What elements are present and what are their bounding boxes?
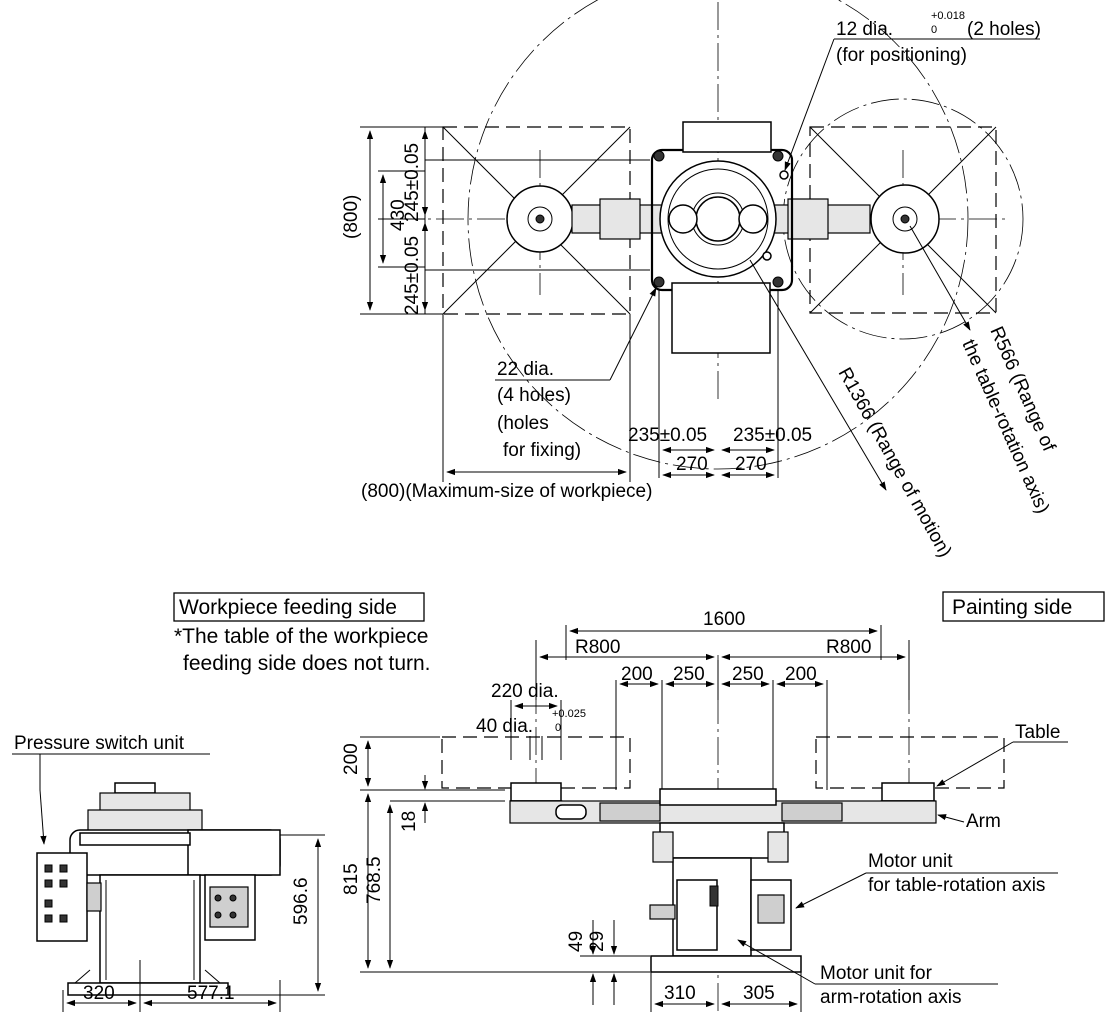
dim-250-b: 250 <box>732 664 764 685</box>
hole-12-count-label: (2 holes) <box>967 19 1041 40</box>
front-base-plate <box>650 955 802 973</box>
dim-40-dia: 40 dia. <box>476 716 533 737</box>
dim-430: 430 <box>388 199 409 231</box>
dim-577: 577.1 <box>187 983 235 1004</box>
turntable-front <box>659 788 777 806</box>
dim-18: 18 <box>399 811 420 832</box>
dim-270-left: 270 <box>676 454 708 475</box>
dim-r800-right: R800 <box>826 637 871 658</box>
hole-22-purpose-1: (holes <box>497 413 549 434</box>
dim-1600: 1600 <box>703 609 745 630</box>
painting-side-label: Painting side <box>952 596 1072 619</box>
dim-596: 596.6 <box>291 877 312 925</box>
dim-800-vertical: (800) <box>341 195 362 239</box>
side-base-column <box>99 874 201 984</box>
fixing-hole <box>772 276 784 288</box>
dim-235-right: 235±0.05 <box>733 425 812 446</box>
dim-305: 305 <box>743 983 775 1004</box>
dim-815: 815 <box>341 863 362 895</box>
positioning-hole <box>779 170 789 180</box>
r1366-label: R1366 (Range of motion) <box>834 364 956 561</box>
side-base-plate <box>67 982 229 996</box>
dim-29: 29 <box>587 931 608 952</box>
arm-label: Arm <box>966 811 1001 832</box>
dim-49: 49 <box>566 931 587 952</box>
dim-235-left: 235±0.05 <box>628 425 707 446</box>
fixing-hole <box>653 150 665 162</box>
motor-arm-label-1: Motor unit for <box>820 963 933 984</box>
fixing-hole <box>653 276 665 288</box>
left-table <box>510 782 562 802</box>
fixing-hole <box>772 150 784 162</box>
note-line-1: *The table of the workpiece <box>174 625 428 648</box>
dim-245-upper: 245±0.05 <box>402 143 423 222</box>
note-line-2: feeding side does not turn. <box>183 652 431 675</box>
dim-245-lower: 245±0.05 <box>402 236 423 315</box>
motor-table-label-1: Motor unit <box>868 851 953 872</box>
hole-22-dia-label: 22 dia. <box>497 359 554 380</box>
workpiece-envelope-left <box>441 736 631 789</box>
dim-220-dia: 220 dia. <box>491 681 559 702</box>
hole-12-dia-label: 12 dia. <box>836 19 893 40</box>
dim-768: 768.5 <box>364 856 385 904</box>
dim-270-right: 270 <box>735 454 767 475</box>
hole-12-purpose-label: (for positioning) <box>836 45 967 66</box>
dim-320: 320 <box>83 983 115 1004</box>
hole-22-count-label: (4 holes) <box>497 385 571 406</box>
pressure-switch-unit-label: Pressure switch unit <box>14 733 185 754</box>
svg-text:+0.018: +0.018 <box>931 10 965 22</box>
dim-200-vertical: 200 <box>341 743 362 775</box>
svg-text:0: 0 <box>555 722 561 734</box>
range-of-motion-circle <box>467 0 969 470</box>
dim-r800-left: R800 <box>575 637 620 658</box>
dim-250-a: 250 <box>673 664 705 685</box>
dim-200-b: 200 <box>785 664 817 685</box>
dim-800-workpiece: (800)(Maximum-size of workpiece) <box>361 481 652 502</box>
workpiece-envelope-right <box>815 736 1005 789</box>
svg-text:0: 0 <box>931 24 937 36</box>
table-label: Table <box>1015 722 1060 743</box>
workpiece-feeding-side-label: Workpiece feeding side <box>179 596 397 619</box>
positioning-hole <box>762 251 772 261</box>
dim-200-a: 200 <box>621 664 653 685</box>
side-view: Pressure switch unit <box>12 733 325 1012</box>
motor-table-label-2: for table-rotation axis <box>868 875 1045 896</box>
svg-text:+0.025: +0.025 <box>552 708 586 720</box>
motor-arm-label-2: arm-rotation axis <box>820 987 962 1008</box>
right-table <box>881 782 935 802</box>
caption-labels: Workpiece feeding side *The table of the… <box>173 591 1105 675</box>
hole-22-purpose-2: for fixing) <box>503 440 581 461</box>
front-view: 1600 R800 R800 200 250 250 200 220 dia. … <box>341 609 1068 1012</box>
dim-310: 310 <box>664 983 696 1004</box>
top-view: 12 dia. +0.018 0 (2 holes) (for position… <box>341 0 1059 561</box>
